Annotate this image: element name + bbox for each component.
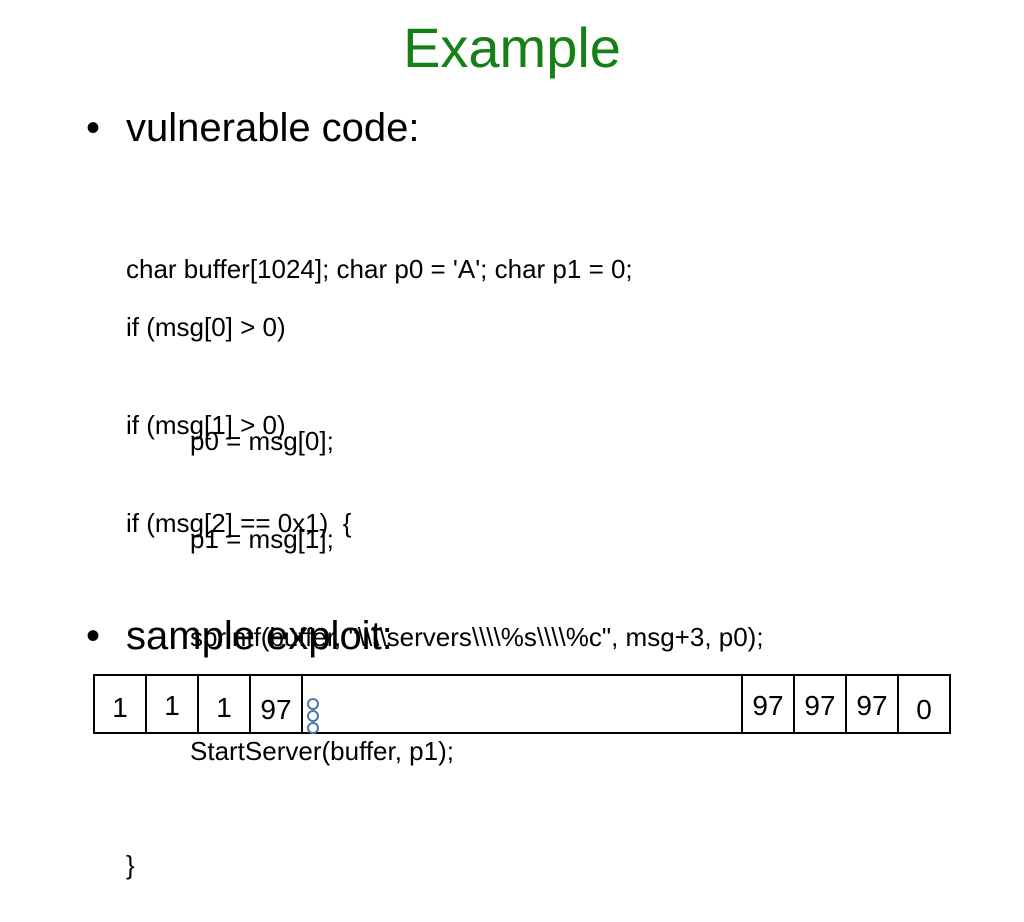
cell-value: 1	[112, 692, 128, 723]
cell-value: 1	[164, 690, 180, 721]
slide-title: Example	[403, 16, 621, 79]
code-declarations: char buffer[1024]; char p0 = 'A'; char p…	[126, 174, 633, 326]
bullet-label: vulnerable code:	[126, 106, 420, 150]
code-line: sprintf(buffer, "\\\\servers\\\\%s\\\\%c…	[190, 622, 764, 652]
cell-value: 97	[260, 694, 292, 725]
bullet-dot: •	[86, 106, 101, 150]
code-line: StartServer(buffer, p1);	[190, 736, 454, 766]
code-line: if (msg[0] > 0)	[126, 312, 286, 342]
code-line: if (msg[2] == 0x1) {	[126, 508, 352, 538]
ellipsis-dot	[307, 722, 319, 734]
exploit-cell: 1	[197, 674, 251, 734]
code-if-msg2: if (msg[2] == 0x1) { sprintf(buffer, "\\…	[126, 428, 764, 922]
bullet-label: sample exploit:	[126, 614, 393, 658]
code-line: char buffer[1024]; char p0 = 'A'; char p…	[126, 254, 633, 284]
exploit-buffer-diagram: 1 1 1 97 97 97 97 0	[93, 674, 953, 734]
code-if-msg1: if (msg[1] > 0) p1 = msg[1];	[126, 330, 334, 596]
exploit-cell: 97	[249, 674, 303, 734]
code-line: p0 = msg[0];	[190, 426, 334, 456]
cell-value: 1	[216, 692, 232, 723]
exploit-cell: 97	[741, 674, 795, 734]
exploit-cell: 97	[845, 674, 899, 734]
code-line: }	[126, 850, 135, 880]
exploit-cell: 97	[793, 674, 847, 734]
cell-value: 97	[752, 690, 784, 721]
cell-value: 97	[804, 690, 836, 721]
bullet-dot: •	[86, 614, 101, 658]
ellipsis-dot	[307, 698, 319, 710]
exploit-cell-ellipsis	[301, 674, 743, 734]
cell-value: 97	[856, 690, 888, 721]
cell-value: 0	[916, 694, 932, 725]
ellipsis	[303, 698, 741, 734]
code-if-msg0: if (msg[0] > 0) p0 = msg[0];	[126, 232, 334, 498]
exploit-cell: 1	[145, 674, 199, 734]
ellipsis-dot	[307, 710, 319, 722]
code-line: p1 = msg[1];	[190, 524, 334, 554]
exploit-cell: 0	[897, 674, 951, 734]
exploit-cell: 1	[93, 674, 147, 734]
code-line: if (msg[1] > 0)	[126, 410, 286, 440]
